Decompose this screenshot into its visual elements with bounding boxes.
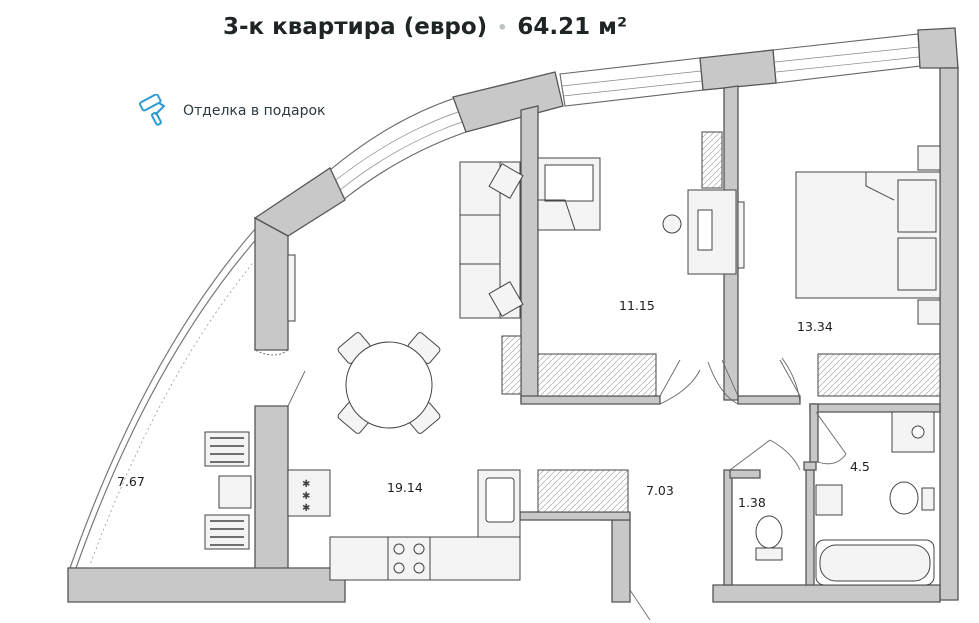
area-bedroom-2: 13.34 xyxy=(797,319,833,334)
walls xyxy=(67,27,959,603)
title-separator: • xyxy=(497,18,508,37)
bathroom-fixtures xyxy=(755,411,935,586)
desk xyxy=(662,189,745,275)
area-bedroom-1: 11.15 xyxy=(619,298,655,313)
paint-roller-icon xyxy=(138,94,165,126)
area-bathroom: 4.5 xyxy=(850,459,870,474)
tv xyxy=(287,254,296,322)
area-wc: 1.38 xyxy=(738,495,766,510)
area-kitchen-living: 19.14 xyxy=(387,480,423,495)
sofa xyxy=(459,161,524,319)
dining-table xyxy=(337,332,441,434)
svg-text:✱: ✱ xyxy=(302,479,310,490)
finishing-gift-badge[interactable]: Отделка в подарок xyxy=(137,94,326,128)
room-type: 3-к квартира (евро) xyxy=(222,14,488,40)
door-swings xyxy=(254,349,847,621)
bed-single xyxy=(537,157,601,231)
svg-text:✱: ✱ xyxy=(302,491,310,502)
area-balcony: 7.67 xyxy=(117,474,145,489)
balcony-furniture xyxy=(204,431,252,550)
wardrobes xyxy=(501,131,941,513)
svg-text:✱: ✱ xyxy=(302,503,310,514)
facade-windows xyxy=(329,33,921,201)
room-area-labels: 7.67 19.14 11.15 13.34 7.03 1.38 4.5 xyxy=(117,298,870,510)
bed-double xyxy=(795,145,941,325)
apartment-title: 3-к квартира (евро) • 64.21 м² xyxy=(0,14,850,40)
total-area: 64.21 м² xyxy=(517,14,628,40)
promo-label: Отделка в подарок xyxy=(183,103,326,119)
area-hallway: 7.03 xyxy=(646,483,674,498)
kitchen-counters: ✱ ✱ ✱ xyxy=(287,469,521,581)
